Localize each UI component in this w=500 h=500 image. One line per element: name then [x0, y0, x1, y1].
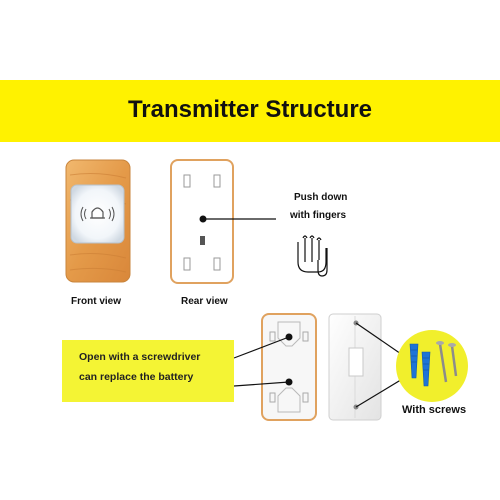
open-screwdriver-text: Open with a screwdriver — [79, 351, 201, 363]
screw-icon — [436, 341, 458, 383]
rear-view-label: Rear view — [181, 296, 228, 307]
replace-battery-text: can replace the battery — [79, 371, 194, 383]
front-view-device — [65, 159, 131, 283]
wall-anchor-icon — [409, 343, 431, 387]
front-view-label: Front view — [71, 296, 122, 307]
page-title: Transmitter Structure — [127, 96, 373, 123]
battery-instruction-box — [62, 340, 234, 402]
with-fingers-label: with fingers — [290, 210, 347, 221]
pointing-finger-icon — [297, 235, 328, 277]
screws-illustration — [396, 330, 468, 402]
bell-icon — [80, 206, 115, 222]
with-screws-label: With screws — [402, 404, 467, 416]
title-banner — [0, 80, 500, 142]
rear-view-device — [170, 159, 234, 284]
push-down-label: Push down — [294, 192, 348, 203]
back-plate — [328, 313, 382, 421]
opened-case-left — [261, 313, 317, 421]
